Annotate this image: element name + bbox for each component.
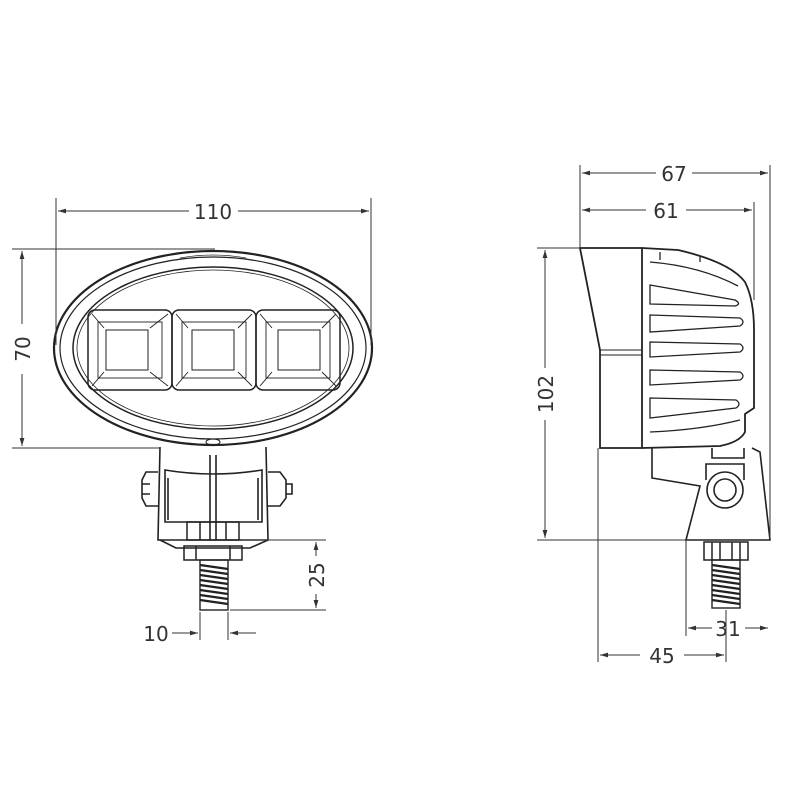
side-mount-bracket — [651, 447, 771, 541]
dim-bolt-offset: 31 — [715, 617, 740, 641]
side-bolt — [711, 559, 741, 609]
dim-side-depth-total: 67 — [661, 162, 686, 186]
dim-bolt-length: 25 — [305, 562, 329, 587]
led-chip-left — [105, 329, 149, 371]
front-mount-bracket — [141, 446, 293, 549]
front-bolt — [199, 559, 229, 611]
dim-bracket-offset: 45 — [649, 644, 674, 668]
dimension-lines: 110 70 25 10 67 61 102 — [11, 162, 771, 668]
dim-bolt-diameter: 10 — [143, 622, 168, 646]
dim-front-width: 110 — [194, 200, 232, 224]
lens-edge — [72, 266, 354, 430]
led-reflectors — [87, 309, 341, 391]
dim-side-height: 102 — [534, 375, 558, 413]
side-lens-face — [578, 247, 643, 449]
led-chip-center — [191, 329, 235, 371]
side-view — [578, 247, 771, 609]
heatsink-fins — [649, 252, 744, 433]
side-nut — [703, 541, 749, 561]
lens-inner — [76, 269, 350, 427]
heatsink-body — [641, 247, 755, 449]
led-chip-right — [277, 329, 321, 371]
dim-front-height: 70 — [11, 336, 35, 361]
pivot-bolt — [706, 471, 744, 509]
dim-side-depth-body: 61 — [653, 199, 678, 223]
housing-outer — [52, 249, 374, 447]
front-view — [52, 249, 374, 611]
front-nut — [183, 521, 243, 561]
